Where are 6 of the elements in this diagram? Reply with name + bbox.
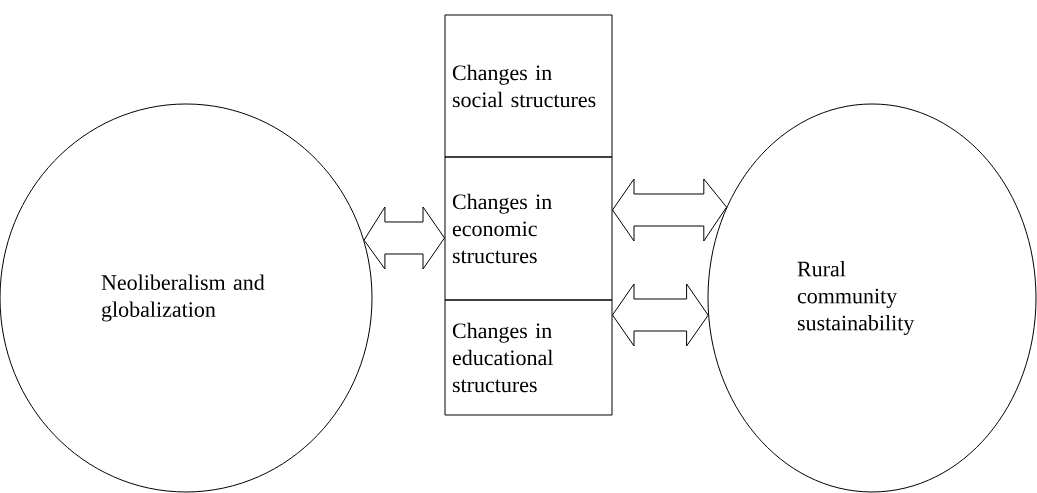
text-box: Changes in economic structures xyxy=(444,156,613,301)
double-arrow xyxy=(612,178,728,242)
double-arrow xyxy=(363,206,445,270)
text-box: Changes in educational structures xyxy=(444,299,613,416)
double-arrow xyxy=(612,283,709,347)
text-box: Changes in social structures xyxy=(444,14,613,158)
